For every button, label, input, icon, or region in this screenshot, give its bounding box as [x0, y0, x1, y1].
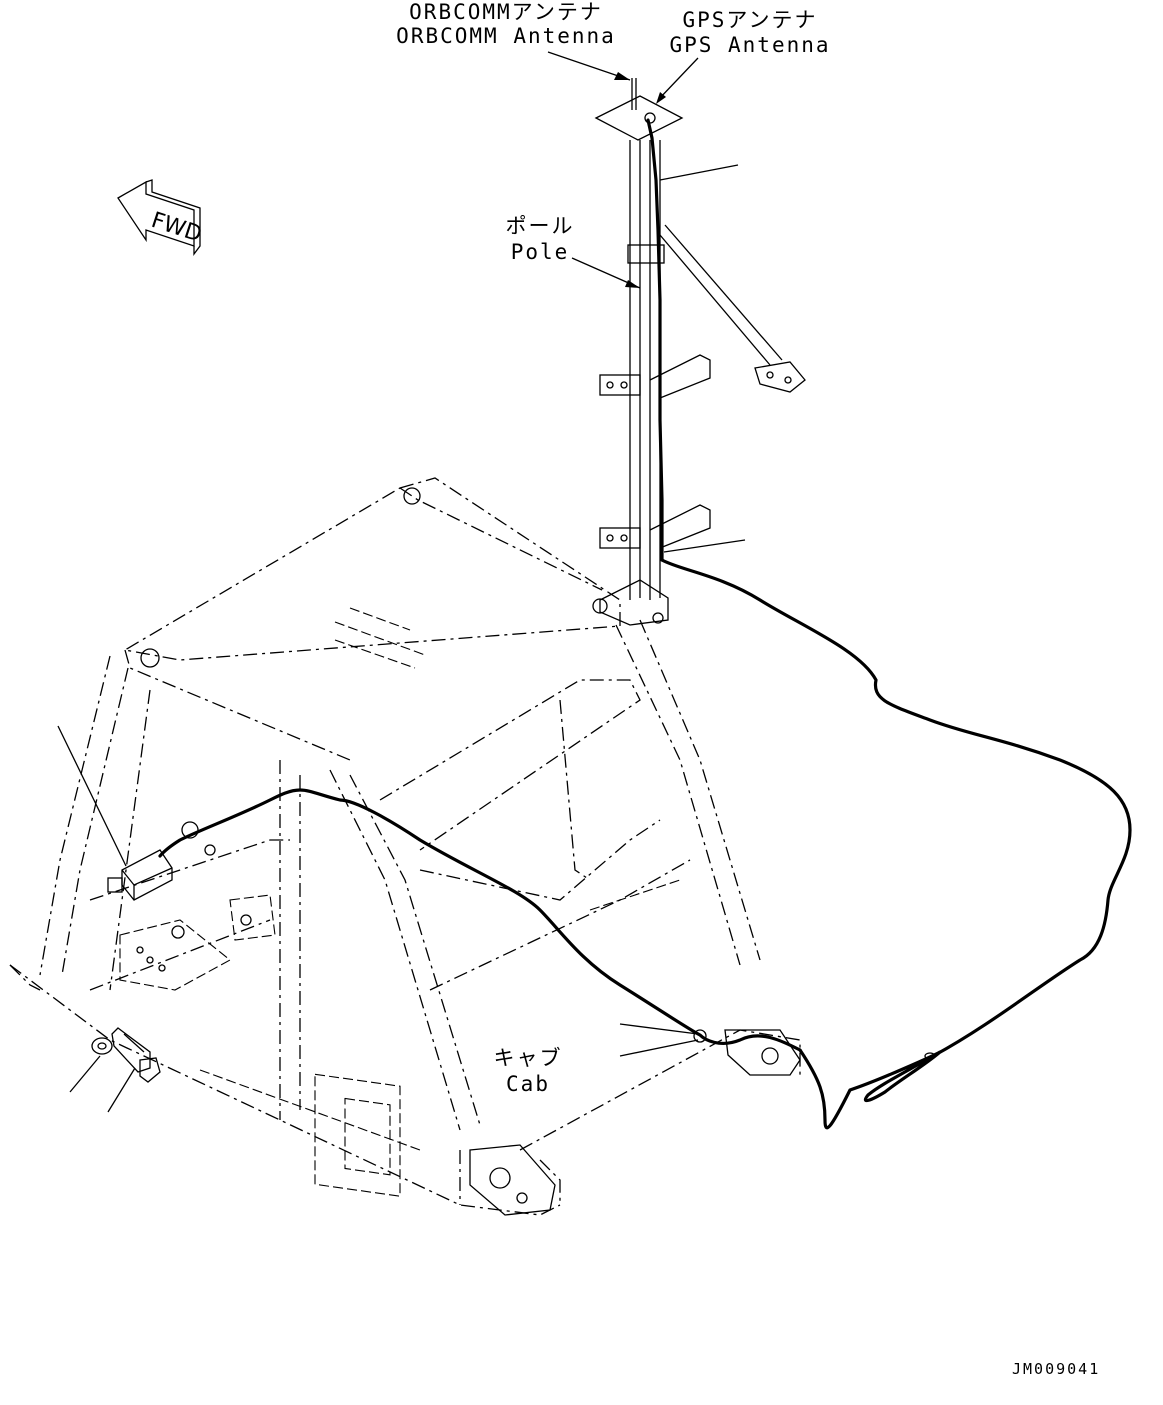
- washer-part: [91, 1037, 113, 1055]
- fwd-text: FWD: [148, 208, 205, 248]
- cab-base-mount: [469, 1029, 801, 1216]
- cab-door-panel: [314, 1073, 401, 1197]
- pole: [594, 78, 806, 626]
- cab-front-posts: [39, 619, 761, 1131]
- orbcomm-antenna-label-en: ORBCOMM Antenna: [396, 24, 616, 48]
- bolt-part: [111, 1027, 161, 1083]
- gps-antenna-label-en: GPS Antenna: [669, 33, 831, 57]
- cab-label-en: Cab: [506, 1072, 550, 1096]
- controller-unit: [107, 849, 173, 901]
- orbcomm-antenna-label-jp: ORBCOMMアンテナ: [409, 0, 603, 24]
- leader-lines: [57, 51, 746, 1113]
- cab-label-jp: キャブ: [493, 1046, 563, 1070]
- pole-label-jp: ポール: [505, 214, 575, 238]
- fwd-arrow-icon: FWD: [117, 179, 205, 256]
- gps-antenna-label-jp: GPSアンテナ: [682, 8, 818, 32]
- cab-rear-frame: [379, 679, 691, 991]
- antenna-cable: [158, 118, 1132, 1130]
- drawing-number: JM009041: [1012, 1360, 1101, 1378]
- cab-floor: [9, 760, 801, 1216]
- pole-label-en: Pole: [510, 240, 570, 264]
- cab-interior-details: [119, 821, 276, 991]
- cab-roof: [123, 477, 621, 761]
